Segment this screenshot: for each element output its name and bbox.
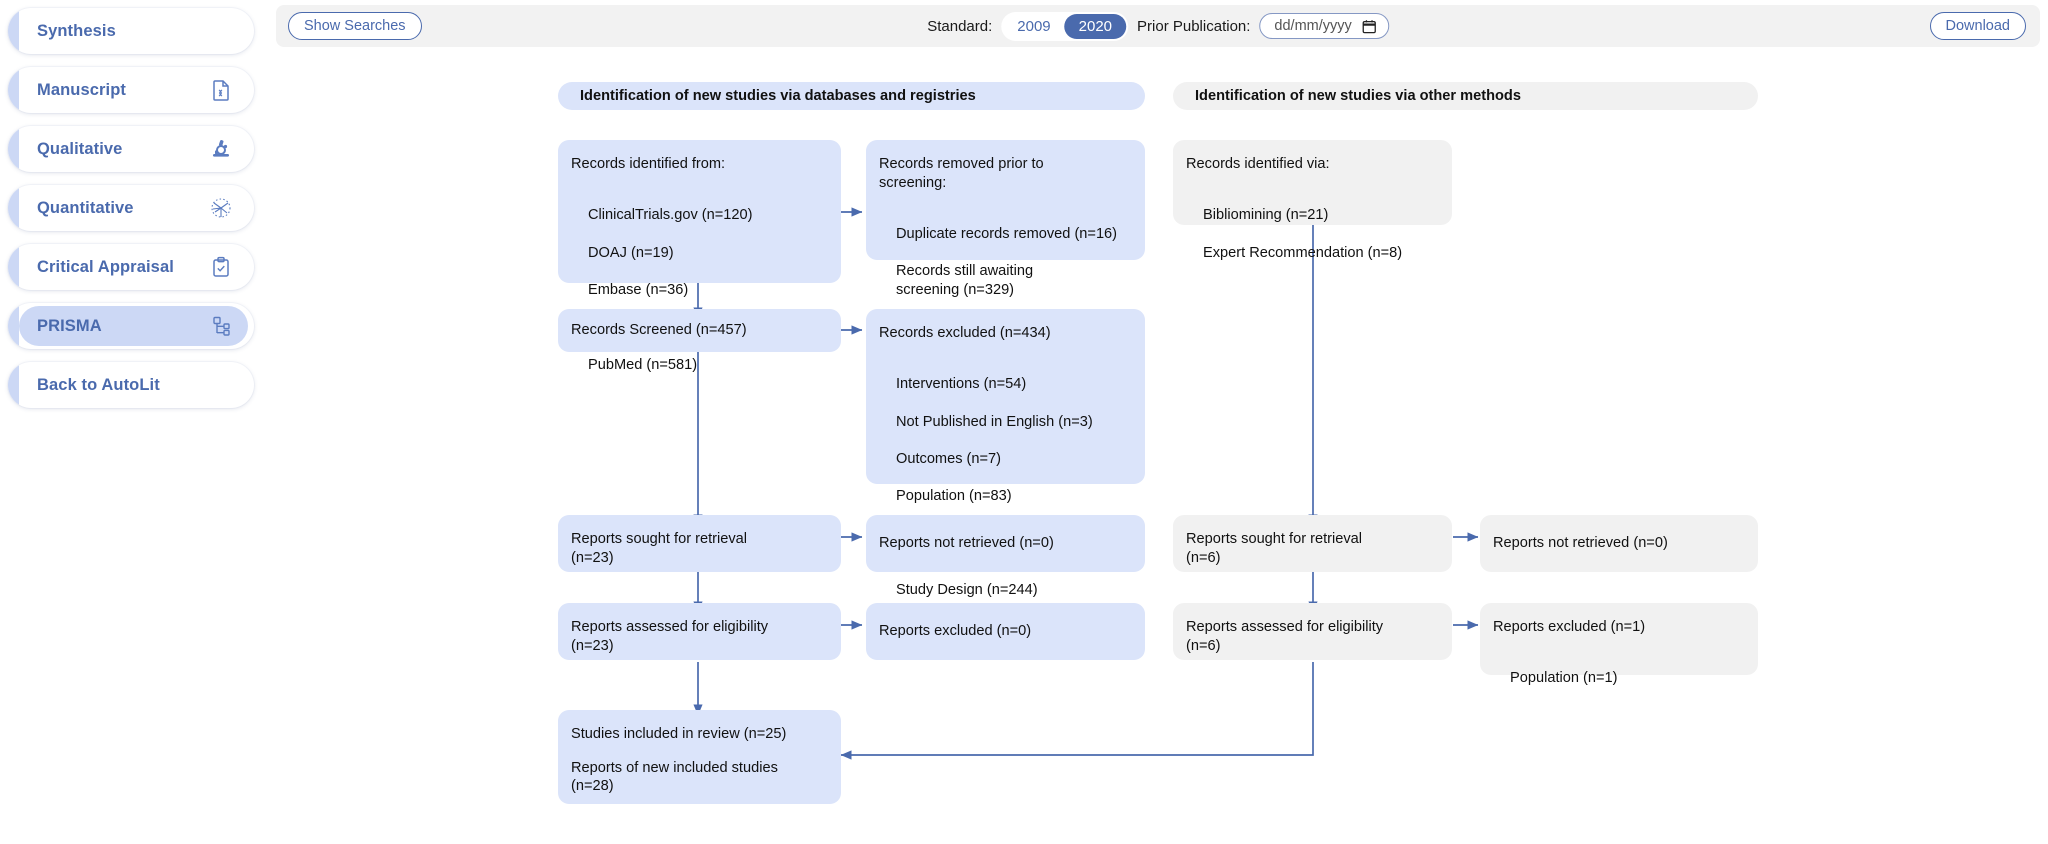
node-title: Reports not retrieved (n=0): [1493, 535, 1668, 552]
sidebar-item-label: Critical Appraisal: [37, 257, 174, 276]
node-item: Study Design (n=244): [896, 581, 1038, 598]
sidebar-item-critical-appraisal[interactable]: Critical Appraisal: [8, 244, 254, 290]
sidebar-item-qualitative[interactable]: Qualitative: [8, 126, 254, 172]
node-items: Population (n=1): [1493, 651, 1742, 707]
node-title: Reports excluded (n=0): [879, 623, 1032, 640]
node-title: Records identified from:: [571, 156, 726, 172]
node-item: Records still awaiting screening (n=329): [896, 263, 1034, 299]
prior-publication-label: Prior Publication:: [1137, 17, 1251, 35]
sidebar-item-label: Manuscript: [37, 80, 127, 99]
calendar-icon[interactable]: [1362, 19, 1376, 34]
column-header-other-methods: Identification of new studies via other …: [1173, 82, 1758, 110]
node-title: Records identified via:: [1186, 156, 1330, 172]
sidebar-item-back-to-autolit[interactable]: Back to AutoLit: [8, 362, 254, 408]
sidebar-accent-bar: [8, 126, 19, 172]
date-placeholder-text: dd/mm/yyyy: [1274, 18, 1352, 34]
sidebar-accent-bar: [8, 8, 19, 54]
node-title: Reports excluded (n=1): [1493, 619, 1646, 635]
node-item: Outcomes (n=7): [896, 451, 1002, 468]
sidebar-item-label: Synthesis: [37, 21, 116, 40]
node-items: ClinicalTrials.gov (n=120) DOAJ (n=19) E…: [571, 188, 825, 393]
document-icon: [210, 78, 232, 102]
standard-segmented-control[interactable]: 2009 2020: [1001, 11, 1129, 41]
node-item: DOAJ (n=19): [588, 244, 674, 261]
sidebar-accent-bar: [8, 67, 19, 113]
node-title: Reports sought for retrieval (n=6): [1186, 531, 1363, 566]
top-toolbar: Show Searches Standard: 2009 2020 Prior …: [276, 5, 2040, 47]
hierarchy-icon: [210, 314, 232, 338]
column-header-databases: Identification of new studies via databa…: [558, 82, 1145, 110]
node-records-identified-from[interactable]: Records identified from: ClinicalTrials.…: [558, 140, 841, 373]
node-item: Bibliomining (n=21): [1203, 207, 1329, 224]
sidebar-item-label: Qualitative: [37, 139, 123, 158]
sidebar-item-quantitative[interactable]: Quantitative: [8, 185, 254, 231]
node-records-screened[interactable]: Records Screened (n=457): [558, 309, 841, 352]
node-reports-excluded-right[interactable]: Reports excluded (n=1) Population (n=1): [1480, 603, 1758, 686]
sidebar-active-highlight: [19, 306, 248, 346]
show-searches-button[interactable]: Show Searches: [288, 12, 422, 40]
node-title: Reports not retrieved (n=0): [879, 535, 1054, 552]
node-title: Records removed prior to screening:: [879, 156, 1044, 191]
sidebar-item-manuscript[interactable]: Manuscript: [8, 67, 254, 113]
node-title: Records Screened (n=457): [571, 322, 747, 339]
standard-option-2020[interactable]: 2020: [1064, 13, 1127, 39]
standard-option-2009[interactable]: 2009: [1017, 17, 1051, 35]
download-button[interactable]: Download: [1929, 12, 2026, 40]
node-reports-assessed-right[interactable]: Reports assessed for eligibility (n=6): [1173, 603, 1452, 660]
node-title: Reports sought for retrieval (n=23): [571, 531, 748, 566]
node-item: Embase (n=36): [588, 282, 689, 299]
node-reports-not-retrieved-right[interactable]: Reports not retrieved (n=0): [1480, 515, 1758, 572]
toolbar-center-controls: Standard: 2009 2020 Prior Publication: d…: [927, 11, 1389, 41]
sidebar-item-label: Quantitative: [37, 198, 134, 217]
node-items: Interventions (n=54) Not Published in En…: [879, 357, 1129, 618]
node-studies-included[interactable]: Studies included in review (n=25) Report…: [558, 710, 841, 804]
node-reports-excluded-left[interactable]: Reports excluded (n=0): [866, 603, 1145, 660]
sidebar-accent-bar: [8, 185, 19, 231]
node-item: Expert Recommendation (n=8): [1203, 244, 1403, 261]
microscope-icon: [210, 137, 232, 161]
node-items: Bibliomining (n=21) Expert Recommendatio…: [1186, 188, 1436, 281]
standard-label: Standard:: [927, 17, 993, 35]
sidebar: Synthesis Manuscript Qualitative: [0, 0, 262, 844]
node-items: Duplicate records removed (n=16) Records…: [879, 206, 1129, 318]
scatter-icon: [210, 196, 232, 220]
node-reports-sought-left[interactable]: Reports sought for retrieval (n=23): [558, 515, 841, 572]
node-records-removed-prior[interactable]: Records removed prior to screening: Dupl…: [866, 140, 1145, 298]
node-item: ClinicalTrials.gov (n=120): [588, 207, 753, 224]
node-item: Not Published in English (n=3): [896, 413, 1093, 430]
sidebar-item-label: PRISMA: [37, 316, 102, 335]
node-item: PubMed (n=581): [588, 356, 698, 373]
node-records-excluded[interactable]: Records excluded (n=434) Interventions (…: [866, 309, 1145, 598]
node-title: Studies included in review (n=25): [571, 726, 787, 742]
sidebar-accent-bar: [8, 303, 19, 349]
node-item: Population (n=83): [896, 488, 1012, 505]
node-item: Duplicate records removed (n=16): [896, 226, 1118, 243]
node-reports-sought-right[interactable]: Reports sought for retrieval (n=6): [1173, 515, 1452, 572]
sidebar-accent-bar: [8, 244, 19, 290]
sidebar-item-prisma[interactable]: PRISMA: [8, 303, 254, 349]
sidebar-accent-bar: [8, 362, 19, 408]
prior-publication-date-input[interactable]: dd/mm/yyyy: [1259, 13, 1389, 39]
node-subtitle: Reports of new included studies (n=28): [571, 759, 778, 795]
node-title: Reports assessed for eligibility (n=6): [1186, 619, 1384, 654]
node-title: Reports assessed for eligibility (n=23): [571, 619, 769, 654]
node-reports-assessed-left[interactable]: Reports assessed for eligibility (n=23): [558, 603, 841, 660]
node-title: Records excluded (n=434): [879, 325, 1051, 341]
clipboard-check-icon: [210, 255, 232, 279]
sidebar-item-label: Back to AutoLit: [37, 375, 160, 394]
node-item: Population (n=1): [1510, 670, 1618, 687]
node-item: Interventions (n=54): [896, 376, 1027, 393]
sidebar-item-synthesis[interactable]: Synthesis: [8, 8, 254, 54]
node-reports-not-retrieved-left[interactable]: Reports not retrieved (n=0): [866, 515, 1145, 572]
node-records-identified-via[interactable]: Records identified via: Bibliomining (n=…: [1173, 140, 1452, 261]
